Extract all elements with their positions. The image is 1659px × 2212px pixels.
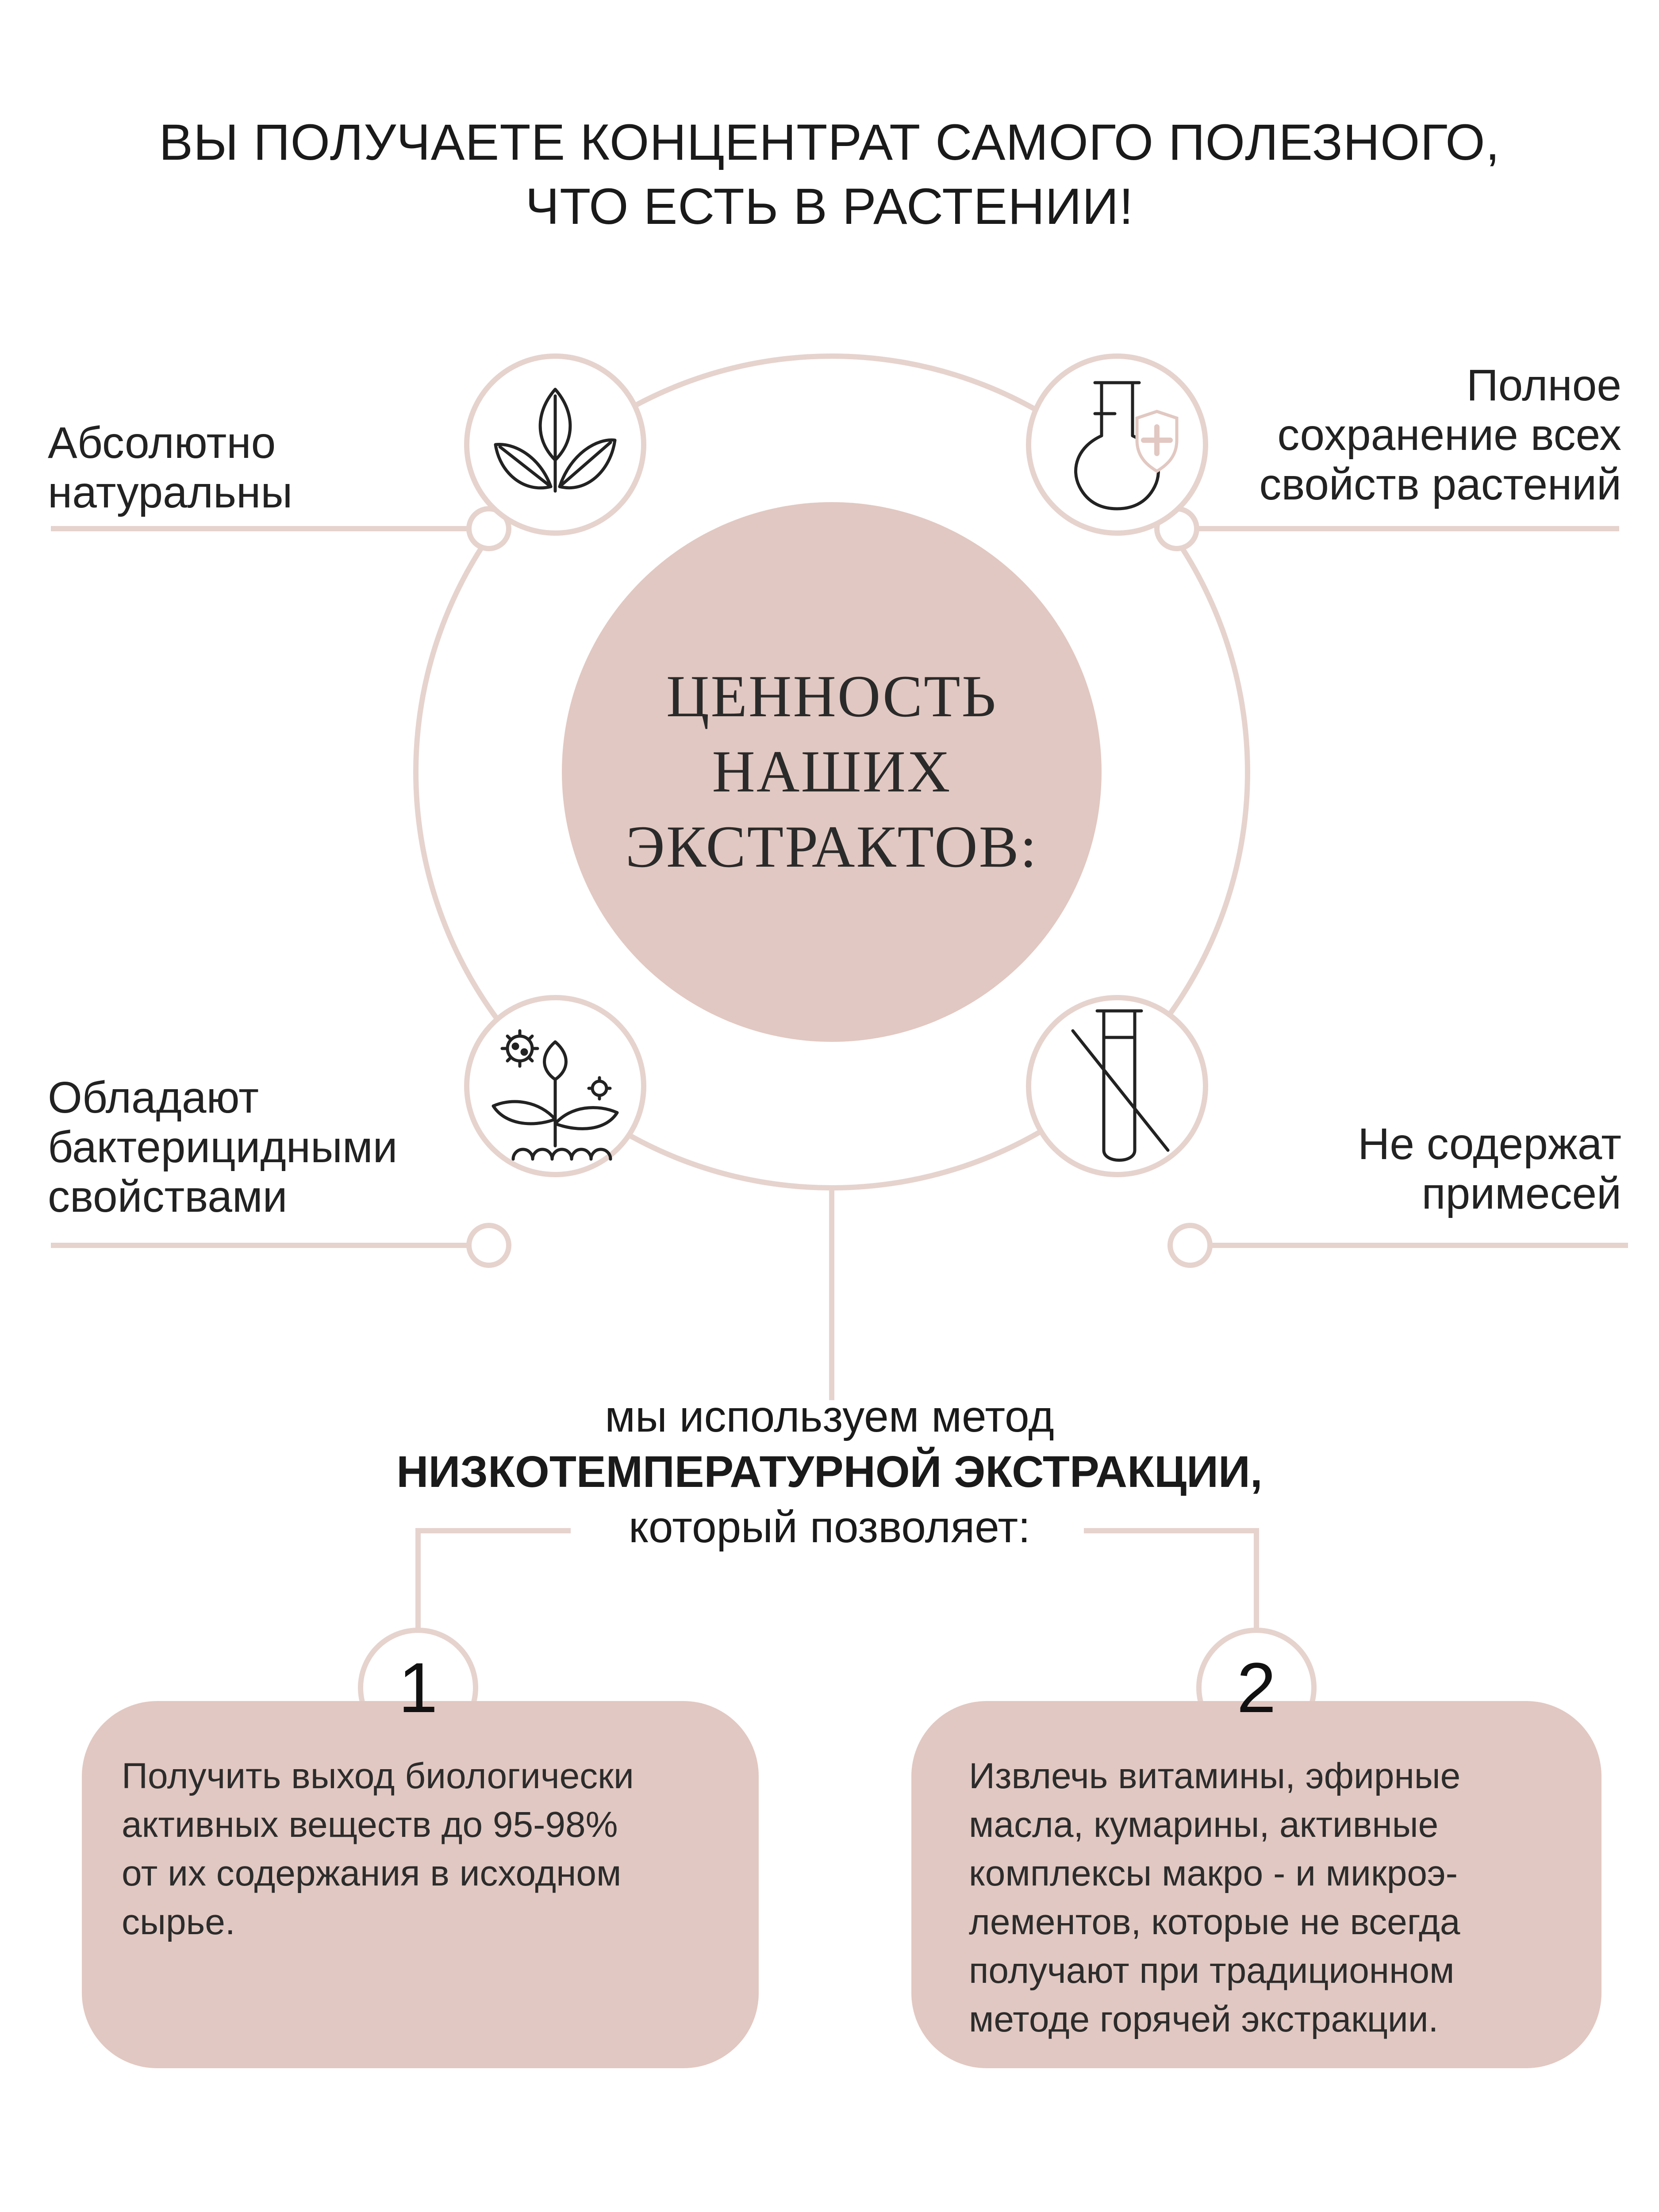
headline-line-1: ВЫ ПОЛУЧАЕТЕ КОНЦЕНТРАТ САМОГО ПОЛЕЗНОГО… [159, 114, 1500, 171]
benefit-text-2: Извлечь витамины, эфирные масла, кумарин… [969, 1756, 1461, 2039]
method-line-1: мы используем метод [605, 1392, 1054, 1441]
method-text: мы используем метод НИЗКОТЕМПЕРАТУРНОЙ Э… [0, 1389, 1659, 1555]
feature-natural-line-1: Абсолютно [48, 418, 276, 468]
feature-natural-line-2: натуральны [48, 468, 293, 517]
feature-preservation-line-1: Полное [1466, 361, 1621, 410]
joint-dot-bottom-right [1167, 1223, 1213, 1268]
benefit-number-1: 1 [398, 1648, 438, 1727]
feature-natural: Абсолютно натуральны [48, 418, 292, 517]
joint-dot-bottom-left [466, 1223, 511, 1268]
benefit-card-2 [911, 1701, 1601, 2068]
feature-preservation: Полное сохранение всех свойств растений [1150, 361, 1621, 509]
feature-bactericidal-line-3: свойствами [48, 1172, 288, 1221]
headline: ВЫ ПОЛУЧАЕТЕ КОНЦЕНТРАТ САМОГО ПОЛЕЗНОГО… [0, 111, 1659, 239]
center-circle [562, 502, 1102, 1042]
benefit-number-2: 2 [1237, 1648, 1276, 1727]
feature-bactericidal-line-2: бактерицидными [48, 1122, 398, 1172]
method-line-3: который позволяет: [628, 1502, 1030, 1552]
shield-icon [1135, 410, 1179, 473]
sprout-bacteria-icon [492, 1029, 619, 1161]
leaves-icon [494, 388, 617, 493]
method-line-2: НИЗКОТЕМПЕРАТУРНОЙ ЭКСТРАКЦИИ, [396, 1447, 1263, 1497]
bracket-right [1084, 1528, 1259, 1646]
joint-dot-top-left [466, 506, 511, 551]
feature-no-impurities: Не содержат примесей [1194, 1119, 1621, 1218]
center-title-line-3: ЭКСТРАКТОВ: [625, 814, 1038, 880]
feature-bactericidal: Обладают бактерицидными свойствами [48, 1073, 397, 1221]
feature-preservation-line-2: сохранение всех [1277, 410, 1621, 460]
bracket-left [415, 1528, 571, 1646]
benefit-card-1 [82, 1701, 759, 2068]
headline-line-2: ЧТО ЕСТЬ В РАСТЕНИИ! [525, 178, 1134, 235]
icon-circle-top-right [1026, 353, 1208, 536]
center-title-line-1: ЦЕННОСТЬ [666, 664, 998, 730]
center-title-line-2: НАШИХ [712, 739, 952, 805]
crossed-test-tube-icon [1071, 1009, 1170, 1162]
feature-no-impurities-line-2: примесей [1421, 1169, 1621, 1218]
benefit-text-1: Получить выход биологически активных вещ… [122, 1756, 634, 1942]
feature-bactericidal-line-1: Обладают [48, 1073, 259, 1122]
feature-preservation-line-3: свойств растений [1259, 460, 1621, 509]
center-title: ЦЕННОСТЬ НАШИХ ЭКСТРАКТОВ: [544, 659, 1119, 885]
feature-no-impurities-line-1: Не содержат [1358, 1119, 1621, 1169]
